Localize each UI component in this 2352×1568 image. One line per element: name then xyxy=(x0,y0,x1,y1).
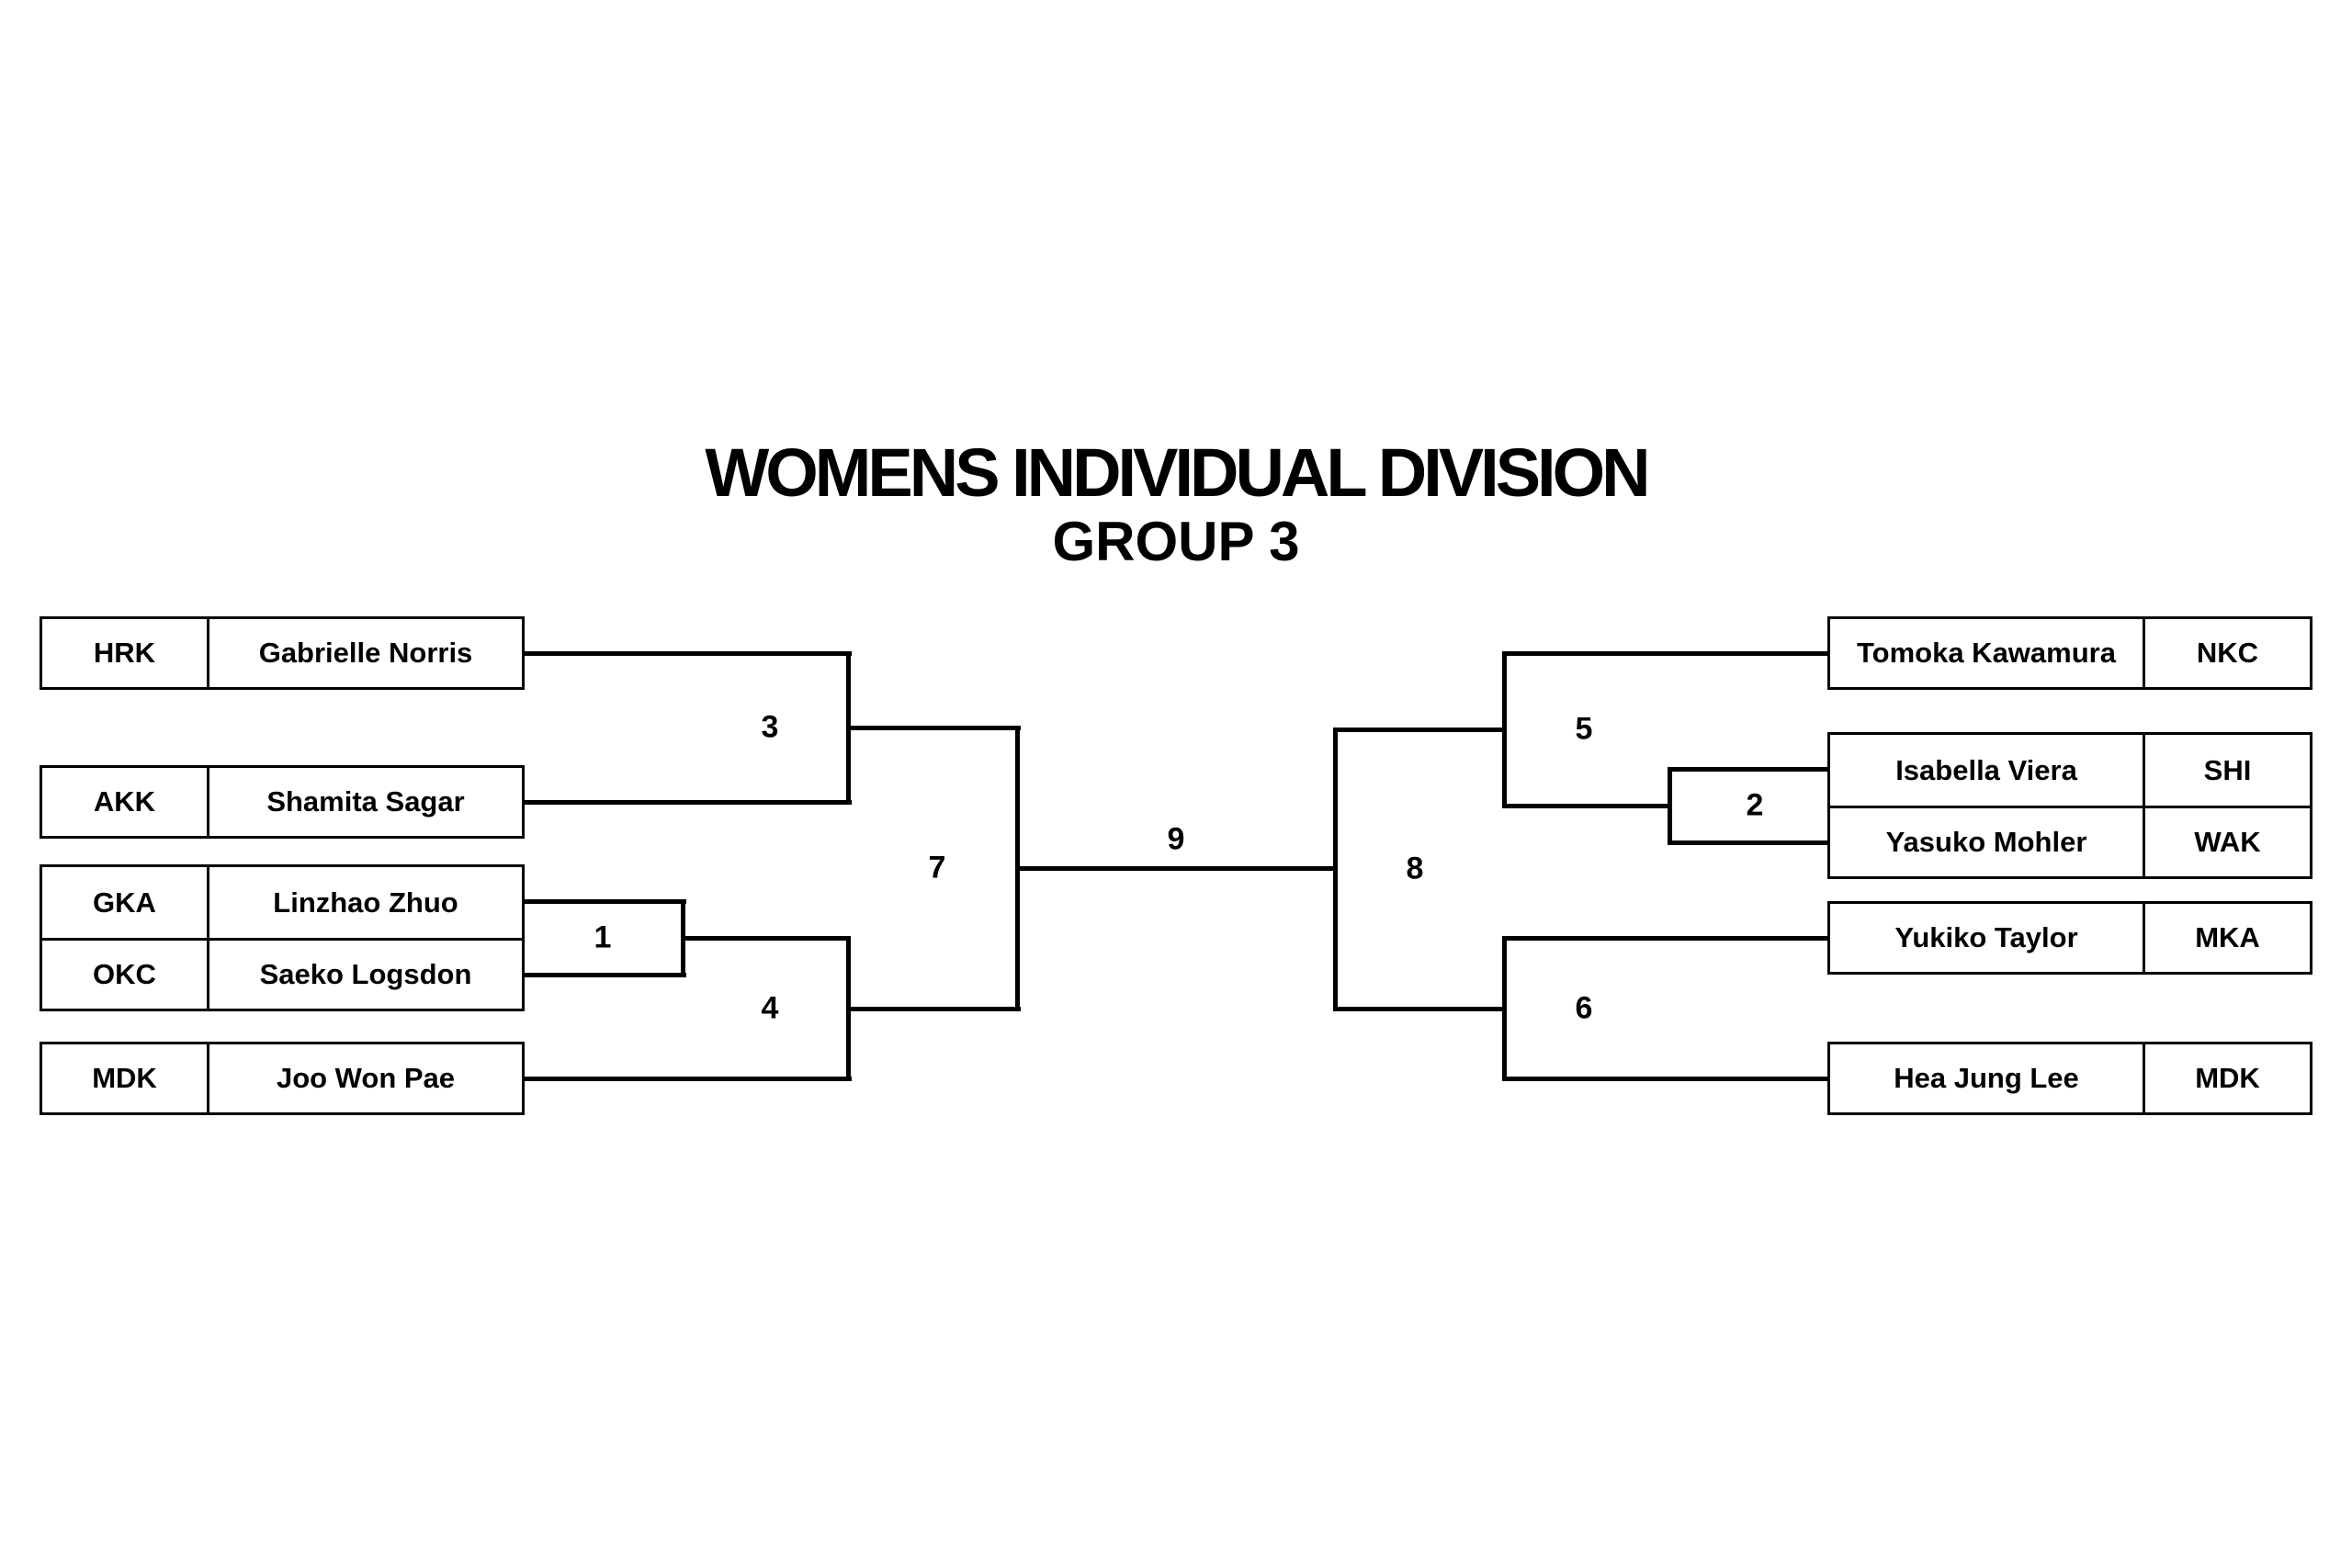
bracket-line-m6-top xyxy=(1502,936,1829,941)
club-code: MDK xyxy=(42,1044,209,1112)
group-subtitle: GROUP 3 xyxy=(1052,511,1300,572)
player-name: Yukiko Taylor xyxy=(1894,921,2078,953)
player-name: Isabella Viera xyxy=(1895,753,2077,786)
player-name: Shamita Sagar xyxy=(266,785,465,818)
match-number-2: 2 xyxy=(1746,787,1764,823)
player-name: Linzhao Zhuo xyxy=(273,886,458,919)
bracket-line-m3-top xyxy=(523,651,852,656)
match-number-9: 9 xyxy=(1167,821,1185,857)
entry-box-right-5: Hea Jung Lee MDK xyxy=(1827,1042,2312,1115)
match-number-1: 1 xyxy=(594,919,612,955)
bracket-line-m6-out xyxy=(1333,1007,1506,1011)
bracket-line-m2-top xyxy=(1668,767,1829,772)
bracket-line-m1-bottom xyxy=(523,973,686,977)
bracket-line-m1-top xyxy=(523,899,686,904)
bracket-line-m4-bottom xyxy=(523,1077,852,1081)
player-name: Tomoka Kawamura xyxy=(1857,637,2116,669)
player-name: Hea Jung Lee xyxy=(1894,1062,2079,1094)
match-number-7: 7 xyxy=(928,850,946,886)
club-code: WAK xyxy=(2143,808,2310,876)
entry-box-left-3-4: GKA Linzhao Zhuo OKC Saeko Logsdon xyxy=(40,864,525,1011)
club-code: SHI xyxy=(2143,735,2310,806)
club-code: NKC xyxy=(2143,619,2310,687)
bracket-line-m5-top xyxy=(1502,651,1829,656)
entry-box-left-1: HRK Gabrielle Norris xyxy=(40,616,525,690)
club-code: MKA xyxy=(2143,904,2310,972)
entry-box-left-2: AKK Shamita Sagar xyxy=(40,765,525,839)
bracket-line-m3-bottom xyxy=(523,800,852,805)
player-name: Saeko Logsdon xyxy=(259,958,472,990)
page-title: WOMENS INDIVIDUAL DIVISION xyxy=(705,434,1650,511)
bracket-line-m2-out xyxy=(1502,804,1671,808)
club-code: HRK xyxy=(42,619,209,687)
entry-box-right-1: Tomoka Kawamura NKC xyxy=(1827,616,2312,690)
club-code: AKK xyxy=(42,768,209,836)
entry-box-left-5: MDK Joo Won Pae xyxy=(40,1042,525,1115)
bracket-line-m4-out xyxy=(846,1007,1021,1011)
bracket-line-m6-bottom xyxy=(1502,1077,1829,1081)
match-number-5: 5 xyxy=(1575,711,1593,747)
bracket-line-m2-bottom xyxy=(1668,840,1829,845)
player-name: Gabrielle Norris xyxy=(258,637,473,669)
bracket-line-m9-final xyxy=(1015,866,1338,871)
bracket-line-m8-vertical xyxy=(1333,728,1338,1011)
bracket-line-m3-out xyxy=(846,726,1021,730)
entry-box-right-2-3: Isabella Viera SHI Yasuko Mohler WAK xyxy=(1827,732,2312,879)
match-number-3: 3 xyxy=(761,709,779,745)
bracket-line-m5-out xyxy=(1333,728,1506,732)
match-number-4: 4 xyxy=(761,990,779,1026)
player-name: Yasuko Mohler xyxy=(1885,826,2087,858)
match-number-8: 8 xyxy=(1406,851,1424,886)
club-code: GKA xyxy=(42,867,209,938)
club-code: OKC xyxy=(42,941,209,1009)
entry-box-right-4: Yukiko Taylor MKA xyxy=(1827,901,2312,975)
club-code: MDK xyxy=(2143,1044,2310,1112)
match-number-6: 6 xyxy=(1575,990,1593,1026)
player-name: Joo Won Pae xyxy=(276,1062,456,1094)
bracket-line-m1-out xyxy=(681,936,850,941)
